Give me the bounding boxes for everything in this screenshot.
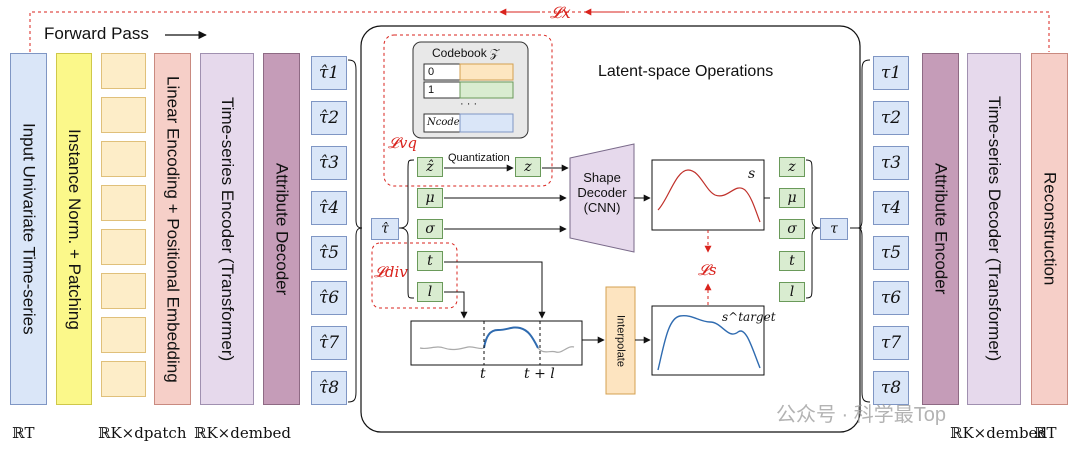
codebook-ellipsis: · · ·: [460, 98, 478, 110]
out-attr-sigma: σ: [779, 219, 805, 239]
attr-sigma: σ: [417, 219, 443, 239]
tau-hat-input: τ̂: [371, 218, 399, 240]
attribute-decoder-block: Attribute Decoder: [263, 53, 300, 405]
s-label: s: [748, 166, 756, 182]
decoder-embed-dim-label: ℝK×dembed: [950, 424, 1048, 442]
codebook-row-n: Ncode: [427, 117, 460, 128]
instance-norm-block: Instance Norm. + Patching: [56, 53, 92, 405]
interpolate-label: Interpolate: [614, 314, 627, 367]
out-attr-mu: μ: [779, 188, 805, 208]
series-blue: [483, 326, 539, 349]
linear-encoding-block: Linear Encoding + Positional Embedding: [154, 53, 191, 405]
tau-token: τ4: [873, 191, 909, 225]
tau-hat-token: τ̂7: [311, 326, 347, 360]
series-plot-frame: [410, 320, 583, 366]
patch-8: [101, 361, 146, 397]
tau-hat-token: τ̂5: [311, 236, 347, 270]
tau-token: τ1: [873, 56, 909, 90]
patch-5: [101, 229, 146, 265]
patch-dim-label: ℝK×dpatch: [98, 424, 187, 442]
tau-output: τ: [820, 218, 848, 240]
out-attr-z: z: [779, 157, 805, 177]
tau-token: τ7: [873, 326, 909, 360]
shape-decoder-block: [569, 143, 635, 253]
s-curve: [657, 169, 761, 223]
input-timeseries-block: Input Univariate Time-series: [10, 53, 47, 405]
tl-axis-label: t + l: [524, 366, 555, 382]
loss-div-label: 𝓛div: [374, 263, 408, 281]
tau-token: τ8: [873, 371, 909, 405]
attr-mu: μ: [417, 188, 443, 208]
tau-token: τ3: [873, 146, 909, 180]
attr-l: l: [417, 282, 443, 302]
quantization-label: Quantization: [448, 152, 510, 164]
reconstruction-block: Reconstruction: [1031, 53, 1068, 405]
tau-hat-token: τ̂8: [311, 371, 347, 405]
div-region: [371, 242, 458, 309]
embed-dim-label: ℝK×dembed: [194, 424, 292, 442]
loss-s-label: 𝓛s: [698, 261, 717, 279]
tau-hat-token: τ̂4: [311, 191, 347, 225]
series-gray-left: [419, 346, 485, 351]
s-target-curve: [657, 314, 761, 371]
tau-token: τ6: [873, 281, 909, 315]
timeseries-encoder-block: Time-series Encoder (Transformer): [200, 53, 254, 405]
patch-2: [101, 97, 146, 133]
patch-1: [101, 53, 146, 89]
output-dim-label: ℝT: [1034, 424, 1057, 442]
loss-vq-label: 𝓛vq: [388, 134, 417, 152]
vq-region: [383, 34, 553, 187]
tau-hat-token: τ̂2: [311, 101, 347, 135]
patch-7: [101, 317, 146, 353]
out-attr-brace: [805, 159, 821, 299]
patch-3: [101, 141, 146, 177]
tau-hat-token: τ̂6: [311, 281, 347, 315]
watermark: 公众号 · 科学最Top: [776, 404, 947, 426]
input-dim-label: ℝT: [12, 424, 35, 442]
loss-x-label: 𝓛x: [550, 3, 571, 22]
codebook-row-0: 0: [428, 66, 435, 78]
tau-token: τ5: [873, 236, 909, 270]
patch-6: [101, 273, 146, 309]
attribute-encoder-block: Attribute Encoder: [922, 53, 959, 405]
forward-pass-label: Forward Pass: [44, 24, 149, 43]
out-attr-t: t: [779, 251, 805, 271]
codebook-row-1: 1: [428, 84, 435, 96]
attr-z-hat: ẑ: [417, 157, 443, 177]
tau-tokens-brace: [857, 59, 871, 403]
quantized-z: z: [515, 157, 541, 177]
attr-t: t: [417, 251, 443, 271]
codebook-title: Codebook 𝒵: [432, 46, 500, 60]
tau-hat-token: τ̂3: [311, 146, 347, 180]
series-gray-right: [537, 346, 575, 353]
timeseries-decoder-block: Time-series Decoder (Transformer): [967, 53, 1021, 405]
tau-hat-token: τ̂1: [311, 56, 347, 90]
shape-decoder-label: Shape Decoder (CNN): [577, 170, 627, 215]
s-target-label: s^target: [722, 310, 776, 324]
patch-4: [101, 185, 146, 221]
tau-hat-brace: [347, 59, 363, 403]
interpolate-block: [605, 286, 636, 395]
latent-title: Latent-space Operations: [598, 63, 774, 80]
loss-x-path: [29, 11, 1050, 52]
out-attr-l: l: [779, 282, 805, 302]
t-axis-label: t: [480, 366, 486, 382]
tau-token: τ2: [873, 101, 909, 135]
s-target-plot-frame: [651, 305, 765, 376]
